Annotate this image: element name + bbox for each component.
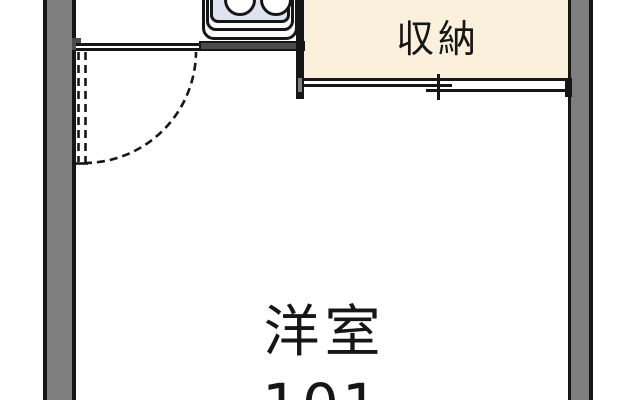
- closet-divider-wall: [296, 0, 304, 99]
- right-wall: [568, 0, 593, 400]
- entry-doorway-threshold: [76, 43, 200, 51]
- room-number-label: 101: [76, 376, 568, 400]
- sliding-door-meeting-stile: [437, 74, 440, 100]
- right-wall-notch: [565, 78, 572, 97]
- storage-area: 収納: [304, 0, 568, 81]
- door-swing-arc: [83, 51, 198, 165]
- sliding-door-right-panel: [426, 89, 568, 92]
- closet-divider-core: [298, 78, 302, 92]
- sliding-door-left-panel: [304, 84, 452, 87]
- kitchen-counter-wall: [199, 41, 305, 51]
- room-label: 洋室: [263, 300, 386, 365]
- left-wall: [43, 0, 76, 400]
- storage-label: 収納: [395, 17, 480, 61]
